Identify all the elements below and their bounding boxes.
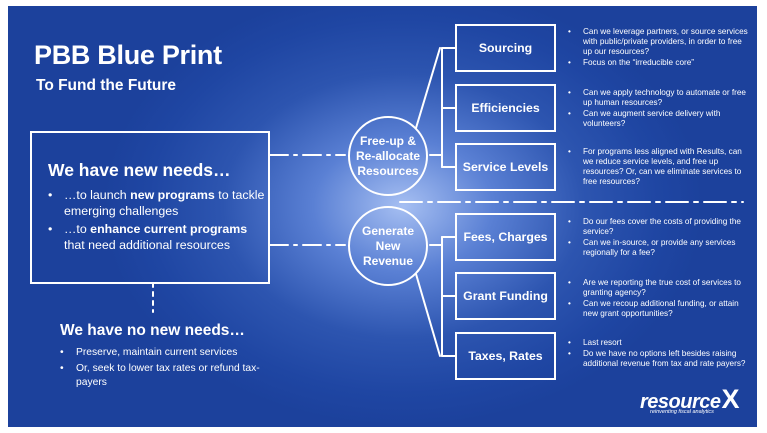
sourcing-questions: Can we leverage partners, or source serv…	[568, 27, 748, 69]
new-needs-heading: We have new needs…	[48, 160, 231, 180]
new-needs-bullet: …to launch new programs to tackle emergi…	[48, 187, 266, 219]
branch-generate-bottom	[415, 273, 441, 357]
no-new-needs-heading: We have no new needs…	[60, 322, 245, 339]
grant-funding-box: Grant Funding	[455, 272, 556, 320]
efficiencies-box: Efficiencies	[455, 84, 556, 132]
logo-tagline: reinventing fiscal analytics	[650, 409, 714, 415]
no-new-needs-list: Preserve, maintain current services Or, …	[60, 346, 275, 392]
question-item: Are we reporting the true cost of servic…	[568, 278, 748, 298]
fees-charges-questions: Do our fees cover the costs of providing…	[568, 217, 748, 259]
slide-subtitle: To Fund the Future	[36, 77, 177, 94]
no-new-needs-bullet: Or, seek to lower tax rates or refund ta…	[60, 362, 275, 390]
question-item: Can we augment service delivery with vol…	[568, 109, 748, 129]
question-item: Do our fees cover the costs of providing…	[568, 217, 748, 237]
taxes-rates-questions: Last resort Do we have no options left b…	[568, 338, 748, 370]
free-up-reallocate-circle: Free-up & Re-allocate Resources	[348, 116, 428, 196]
question-item: Can we apply technology to automate or f…	[568, 88, 748, 108]
question-item: Do we have no options left besides raisi…	[568, 349, 748, 369]
service-levels-box: Service Levels	[455, 143, 556, 191]
new-needs-list: …to launch new programs to tackle emergi…	[48, 187, 266, 255]
slide: PBB Blue Print To Fund the Future We hav…	[8, 6, 757, 427]
no-new-needs-bullet: Preserve, maintain current services	[60, 346, 275, 360]
new-needs-box: We have new needs… …to launch new progra…	[30, 131, 270, 284]
taxes-rates-box: Taxes, Rates	[455, 332, 556, 380]
resourcex-logo: resourceX reinventing fiscal analytics	[640, 384, 740, 415]
branch-freeup-top	[415, 47, 441, 129]
new-needs-bullet: …to enhance current programs that need a…	[48, 221, 266, 253]
question-item: Can we leverage partners, or source serv…	[568, 27, 748, 57]
question-item: Focus on the “irreducible core”	[568, 58, 748, 68]
service-levels-questions: For programs less aligned with Results, …	[568, 147, 748, 188]
question-item: Can we in-source, or provide any service…	[568, 238, 748, 258]
sourcing-box: Sourcing	[455, 24, 556, 72]
grant-funding-questions: Are we reporting the true cost of servic…	[568, 278, 748, 320]
slide-title: PBB Blue Print	[34, 40, 222, 70]
fees-charges-box: Fees, Charges	[455, 213, 556, 261]
generate-new-revenue-circle: Generate New Revenue	[348, 206, 428, 286]
question-item: Can we recoup additional funding, or att…	[568, 299, 748, 319]
efficiencies-questions: Can we apply technology to automate or f…	[568, 88, 748, 130]
question-item: Last resort	[568, 338, 748, 348]
question-item: For programs less aligned with Results, …	[568, 147, 748, 187]
connector-lines	[152, 47, 744, 357]
